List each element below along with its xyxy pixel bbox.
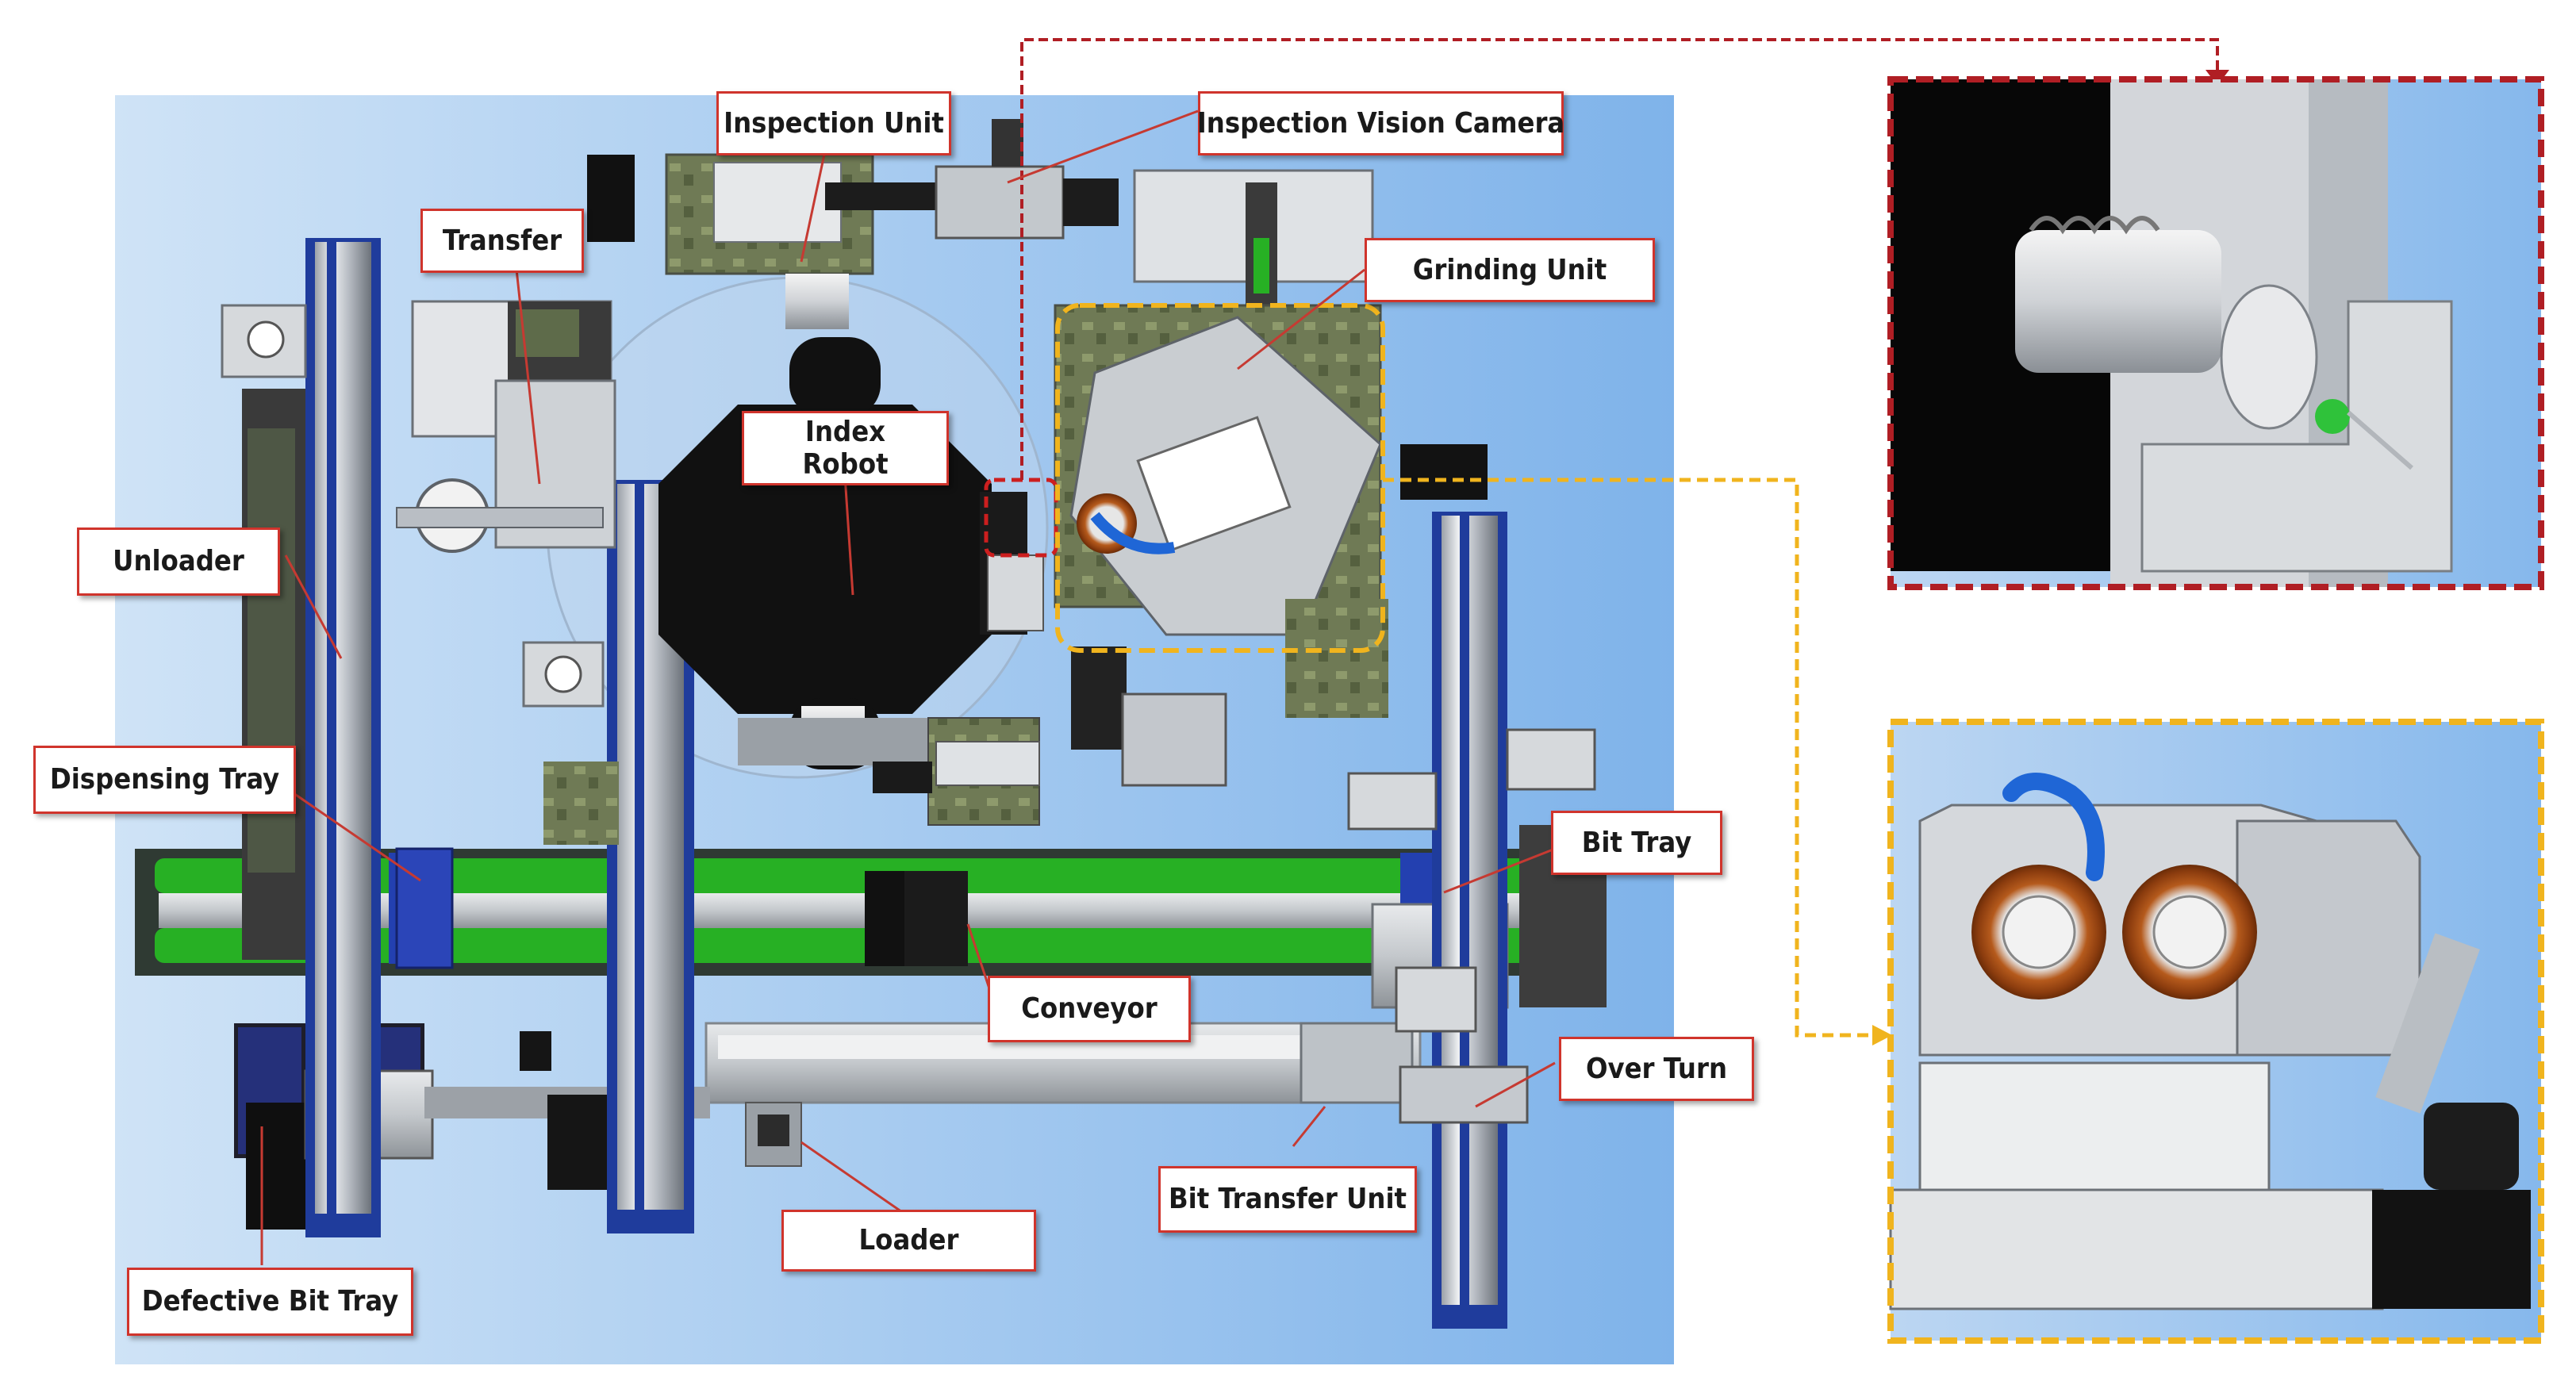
yellow-connector-line: [1383, 478, 1880, 1038]
label-inspection-unit: Inspection Unit: [716, 91, 951, 155]
bit-tray-area: [1347, 728, 1607, 1124]
label-transfer: Transfer: [420, 209, 584, 273]
label-dispensing-tray: Dispensing Tray: [33, 746, 296, 814]
label-loader: Loader: [781, 1210, 1036, 1272]
red-connector-arrow: [2206, 70, 2229, 86]
inspection-zoom-view: [1891, 79, 2541, 587]
inspection-unit-assembly: [587, 119, 1119, 329]
label-inspection-vision-camera: Inspection Vision Camera: [1197, 91, 1564, 155]
label-defective-bit-tray: Defective Bit Tray: [127, 1268, 413, 1336]
grinding-zoom-view: [1889, 722, 2541, 1341]
leader-lines: [260, 109, 1556, 1265]
label-index-robot-line1: Index: [804, 415, 886, 448]
red-connector-line: [1020, 38, 2219, 480]
label-over-turn: Over Turn: [1559, 1037, 1754, 1101]
label-index-robot-line2: Robot: [802, 448, 889, 481]
label-unloader: Unloader: [77, 528, 280, 596]
label-bit-transfer-unit: Bit Transfer Unit: [1158, 1166, 1417, 1233]
over-turn-rail: [1432, 512, 1507, 1329]
dispensing-tray: [395, 847, 454, 969]
mid-camera-module: [543, 717, 1040, 845]
label-grinding-unit: Grinding Unit: [1365, 238, 1655, 302]
label-conveyor: Conveyor: [988, 976, 1191, 1042]
unloader-rail: [305, 238, 381, 1237]
label-index-robot: Index Robot: [742, 411, 949, 485]
yellow-connector-arrow: [1872, 1025, 1892, 1045]
label-bit-tray: Bit Tray: [1551, 811, 1722, 875]
inspection-zoom-frame: [1887, 76, 2544, 590]
grinding-unit-assembly: [1054, 169, 1488, 787]
